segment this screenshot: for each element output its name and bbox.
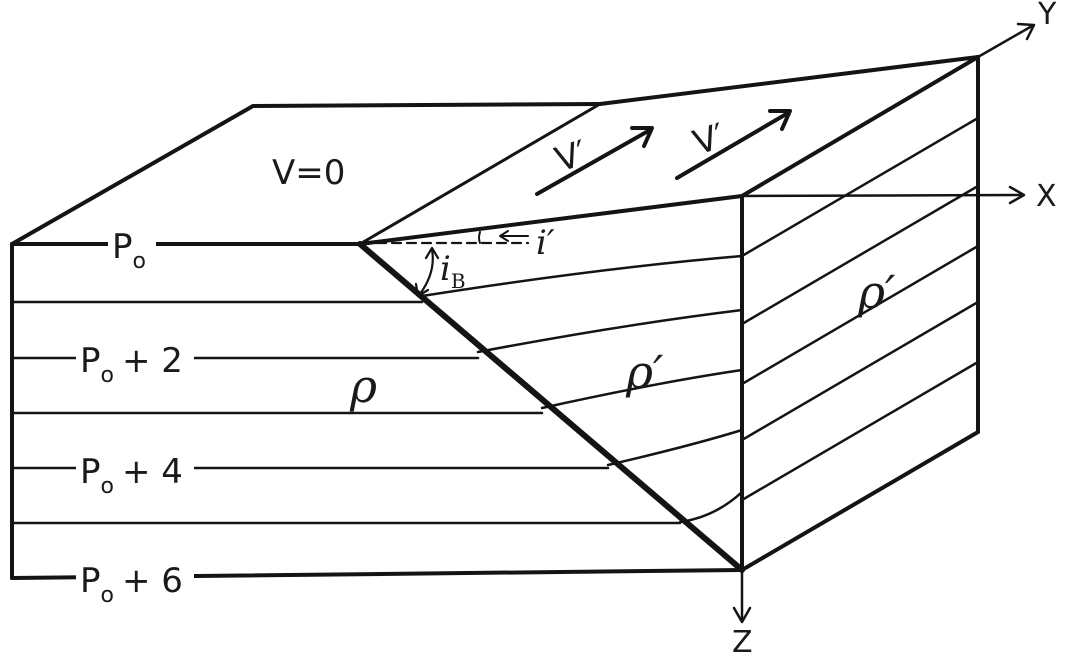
velocity-arrows bbox=[535, 109, 792, 196]
isobar-curve bbox=[678, 490, 744, 524]
velocity-arrowhead-left-icon bbox=[630, 126, 654, 148]
pressure-label-mask bbox=[76, 340, 194, 380]
side-isobar bbox=[740, 244, 980, 386]
velocity-still-label: V=0 bbox=[272, 153, 345, 193]
isobar-angle-arc bbox=[478, 231, 481, 244]
pressure-label-p0-plus-6: Po+ 6 bbox=[80, 561, 183, 608]
top-face-right-back-edge bbox=[598, 55, 980, 106]
pressure-label-mask bbox=[76, 560, 194, 600]
pressure-label-p0-plus-2: Po+ 2 bbox=[80, 341, 183, 388]
side-isobar bbox=[740, 300, 980, 442]
interface-angle-arrow-down-icon bbox=[414, 282, 430, 298]
isobar-curve bbox=[606, 428, 744, 467]
bottom-right-edge bbox=[740, 430, 980, 572]
pressure-label-mask bbox=[108, 226, 156, 266]
side-isobar bbox=[740, 116, 980, 258]
interface-angle-arc bbox=[418, 248, 434, 296]
isobars-side-face bbox=[740, 116, 980, 502]
top-right-edge bbox=[740, 55, 980, 198]
isobar-curve bbox=[420, 254, 744, 298]
angle-indicators bbox=[360, 230, 530, 298]
z-axis-arrow-icon bbox=[732, 606, 752, 624]
front-intersection-top bbox=[358, 102, 602, 246]
pressure-label-mask bbox=[76, 451, 194, 491]
interface-angle-arrow-up-icon bbox=[424, 246, 440, 260]
velocity-arrow-right bbox=[675, 111, 790, 180]
top-front-edge-right bbox=[358, 194, 744, 246]
density-side-label: ρ′ bbox=[857, 265, 896, 319]
x-axis-label: X bbox=[1036, 179, 1057, 214]
interface-angle-label: iB bbox=[440, 249, 466, 293]
isobar-curve bbox=[540, 368, 744, 410]
block-outline bbox=[10, 55, 980, 580]
velocity-arrowhead-right-icon bbox=[768, 109, 792, 131]
y-axis-arrow-icon bbox=[1016, 22, 1036, 41]
velocity-arrow-left bbox=[535, 128, 652, 196]
axes bbox=[732, 22, 1036, 624]
side-isobar bbox=[740, 184, 980, 326]
pressure-label-p0-plus-4: Po+ 4 bbox=[80, 452, 183, 499]
top-face-back-edge bbox=[10, 102, 602, 246]
isobar-curve bbox=[476, 308, 744, 354]
density-warm-label: ρ′ bbox=[625, 345, 664, 399]
isobars-warm-air bbox=[420, 254, 744, 524]
x-axis bbox=[740, 193, 1024, 198]
isobar-angle-arrow-icon bbox=[499, 230, 509, 242]
z-axis-label: Z bbox=[732, 625, 753, 660]
velocity-moving-label-left: V′ bbox=[550, 133, 592, 181]
isobar-angle-label: i′ bbox=[536, 223, 555, 263]
y-axis bbox=[976, 24, 1034, 59]
velocity-moving-label-right: V′ bbox=[688, 116, 730, 164]
pressure-label-p0: Po bbox=[112, 227, 146, 274]
y-axis-label: Y bbox=[1037, 0, 1057, 32]
side-isobar bbox=[740, 360, 980, 502]
x-axis-arrow-icon bbox=[1008, 185, 1026, 205]
density-cold-label: ρ bbox=[349, 359, 377, 413]
